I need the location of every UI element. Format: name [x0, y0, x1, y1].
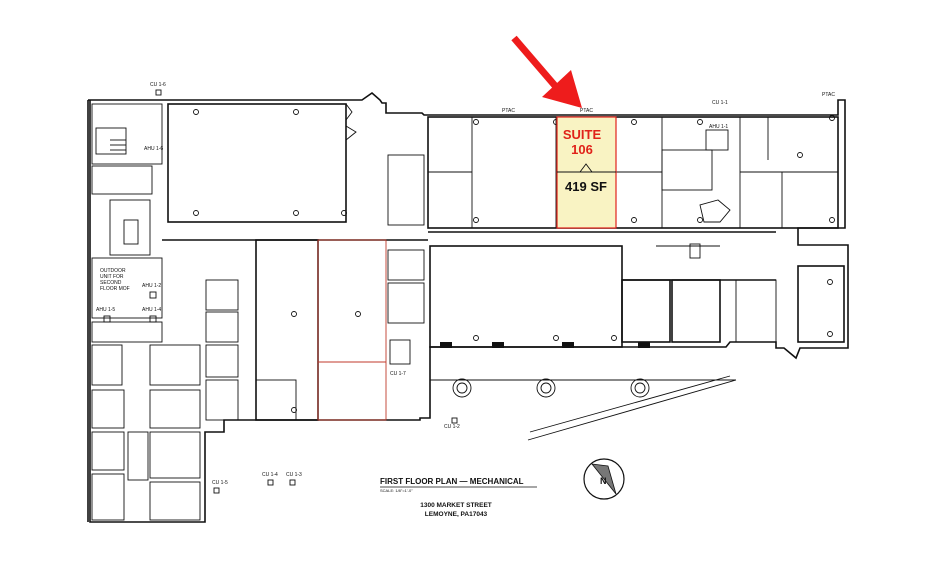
outdoor-unit-label-4: FLOOR MOF: [100, 286, 130, 292]
north-arrow-icon: N: [583, 458, 625, 500]
cu-1-6-label: CU 1-6: [150, 82, 166, 88]
left-wing: [91, 103, 239, 521]
ahu-1-6-label: AHU 1-6: [144, 146, 163, 152]
upper-suites: [427, 115, 839, 229]
address-line-2: LEMOYNE, PA17043: [425, 511, 488, 518]
title-block: FIRST FLOOR PLAN — MECHANICAL SCALE: 1/8…: [380, 477, 537, 518]
canopy-column-1: [452, 378, 472, 398]
suite-106[interactable]: SUITE 106 419 SF: [556, 116, 617, 229]
suite-area: 419 SF: [565, 179, 607, 194]
ahu-1-1-label: AHU 1-1: [709, 124, 728, 130]
cu-1-5-label: CU 1-5: [212, 480, 228, 486]
ptac-label-2: PTAC: [580, 108, 593, 114]
plan-title: FIRST FLOOR PLAN — MECHANICAL: [380, 477, 524, 486]
equipment-labels: CU 1-6 CU 1-1 CU 1-7 CU 1-2 CU 1-5 CU 1-…: [96, 82, 835, 494]
suite-title-line1: SUITE: [563, 127, 602, 142]
cu-1-3-label: CU 1-3: [286, 472, 302, 478]
ptac-label-1: PTAC: [502, 108, 515, 114]
top-left-hall: [167, 103, 357, 223]
ahu-1-2-label: AHU 1-2: [142, 283, 161, 289]
ptac-label-3: PTAC: [822, 92, 835, 98]
ahu-1-4-label: AHU 1-4: [142, 307, 161, 313]
lower-right: [428, 231, 845, 348]
building-outline: [87, 91, 849, 523]
plan-scale: SCALE: 1/8"=1'-0": [380, 488, 413, 493]
north-letter: N: [600, 476, 607, 486]
suite-106-highlight: [556, 116, 617, 229]
canopy-column-3: [630, 378, 650, 398]
ahu-1-5-label: AHU 1-5: [96, 307, 115, 313]
cu-1-7-label: CU 1-7: [390, 371, 406, 377]
canopy-column-2: [536, 378, 556, 398]
cu-1-2-label: CU 1-2: [444, 424, 460, 430]
cu-1-4-label: CU 1-4: [262, 472, 278, 478]
suite-title-line2: 106: [571, 142, 593, 157]
entry-canopy: [430, 375, 737, 441]
address-line-1: 1300 MARKET STREET: [420, 502, 492, 509]
outdoor-unit-label-3: SECOND: [100, 280, 122, 286]
central-area: [162, 154, 428, 421]
outdoor-unit-label-1: OUTDOOR: [100, 268, 126, 274]
cu-1-1-label: CU 1-1: [712, 100, 728, 106]
outdoor-unit-label-2: UNIT FOR: [100, 274, 124, 280]
red-arrow-icon: [511, 35, 582, 108]
